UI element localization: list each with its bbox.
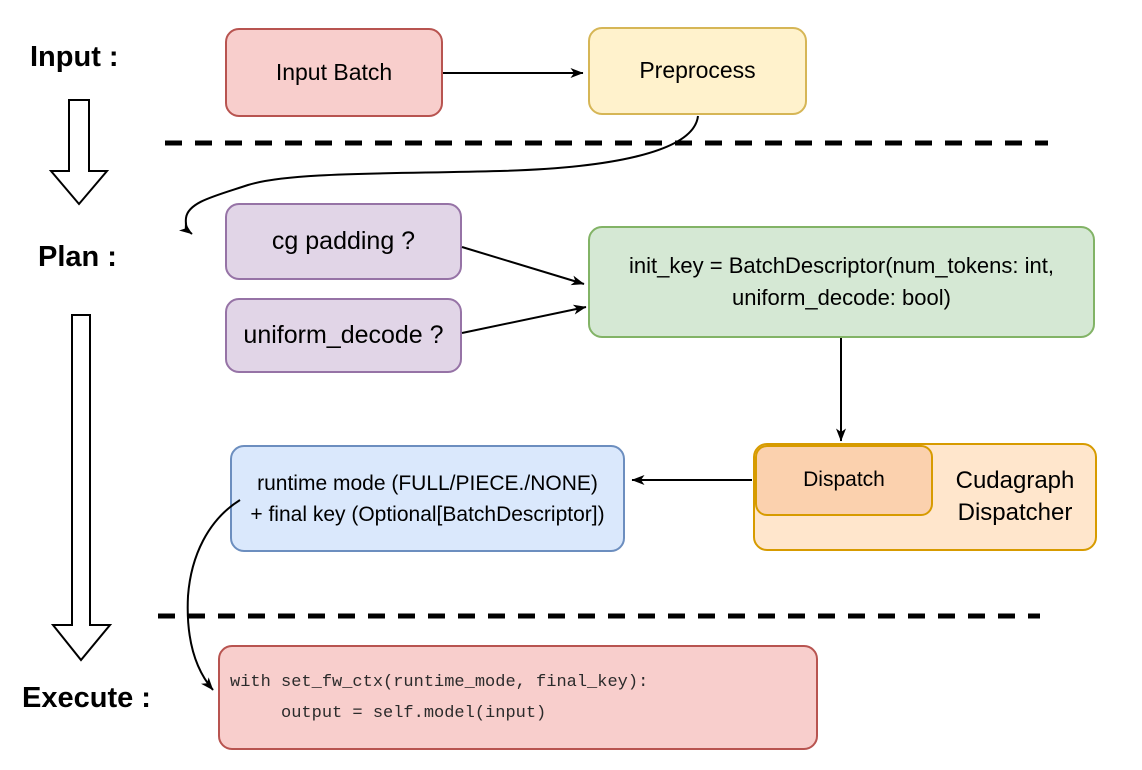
node-runtime-line2: + final key (Optional[BatchDescriptor]) <box>250 502 605 526</box>
node-execute-code: with set_fw_ctx(runtime_mode, final_key)… <box>218 645 818 750</box>
node-uniform-decode-label: uniform_decode ? <box>243 320 444 349</box>
node-init-key-line1: init_key = BatchDescriptor(num_tokens: i… <box>629 253 1054 278</box>
stage-label-input: Input : <box>30 41 119 73</box>
node-runtime-line1: runtime mode (FULL/PIECE./NONE) <box>257 471 598 495</box>
node-dispatch-label: Dispatch <box>803 468 885 492</box>
stage-label-execute: Execute : <box>22 682 151 714</box>
node-dispatch: Dispatch <box>755 445 933 516</box>
execute-code-line2: output = self.model(input) <box>230 703 547 723</box>
node-cudagraph-dispatcher-label: Cudagraph Dispatcher <box>935 445 1095 549</box>
node-preprocess-label: Preprocess <box>639 57 756 84</box>
arrow-cgpadding-to-initkey <box>461 246 585 286</box>
node-runtime-mode: runtime mode (FULL/PIECE./NONE) + final … <box>230 445 625 552</box>
node-init-key: init_key = BatchDescriptor(num_tokens: i… <box>588 226 1095 338</box>
node-cg-padding-label: cg padding ? <box>271 226 416 255</box>
node-input-batch-label: Input Batch <box>275 58 393 85</box>
node-preprocess: Preprocess <box>588 27 807 115</box>
stage-label-plan: Plan : <box>38 241 117 273</box>
input-stage-arrow-icon <box>48 99 110 206</box>
arrow-uniformdecode-to-initkey <box>461 304 587 334</box>
node-cg-padding: cg padding ? <box>225 203 462 280</box>
cudagraph-label-line1: Cudagraph <box>955 467 1075 494</box>
execute-code-line1: with set_fw_ctx(runtime_mode, final_key)… <box>230 672 649 692</box>
node-init-key-line2: uniform_decode: bool) <box>732 285 951 310</box>
node-input-batch: Input Batch <box>225 28 443 117</box>
node-uniform-decode: uniform_decode ? <box>225 298 462 373</box>
cudagraph-label-line2: Dispatcher <box>957 499 1073 526</box>
plan-stage-arrow-icon <box>50 314 113 662</box>
